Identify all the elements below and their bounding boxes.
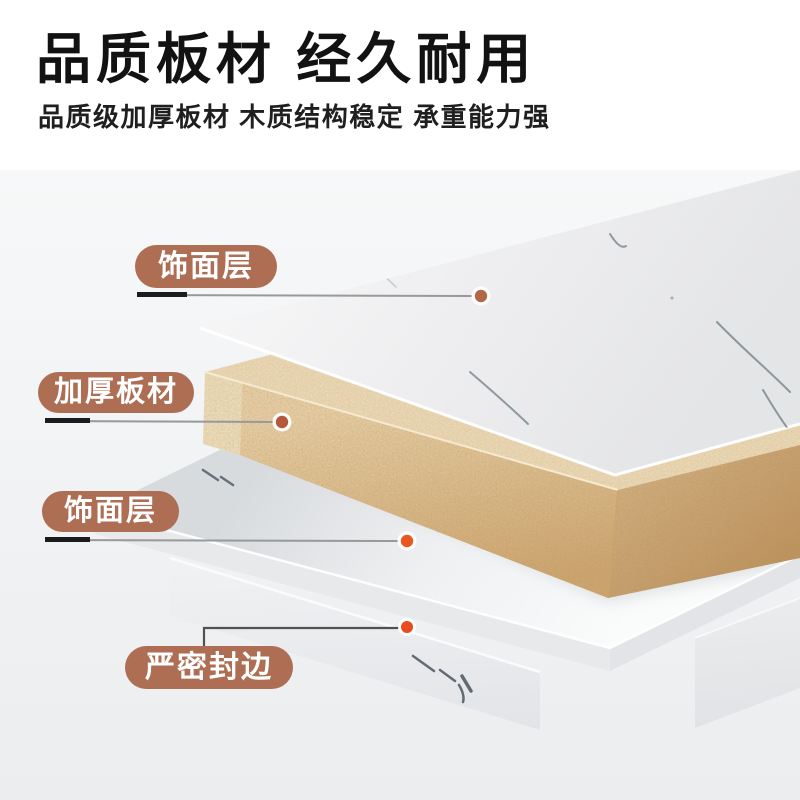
edge-banding-strip-left	[169, 556, 541, 730]
page-subtitle: 品质级加厚板材 木质结构稳定 承重能力强	[38, 102, 551, 132]
dot-veneer-top	[474, 289, 488, 303]
header-background	[0, 0, 800, 170]
dot-core	[275, 415, 289, 429]
dot-edge-seal	[401, 621, 413, 633]
dot-veneer-bottom	[400, 534, 414, 548]
top-veneer-sheet	[199, 170, 800, 477]
callout-lines	[45, 286, 491, 648]
label-edge-seal: 严密封边	[125, 646, 293, 689]
label-veneer-top: 饰面层	[135, 245, 277, 288]
label-veneer-bottom: 饰面层	[42, 491, 180, 532]
page-title: 品质板材 经久耐用	[36, 28, 537, 90]
label-core: 加厚板材	[38, 372, 195, 413]
edge-banding-strip-right	[694, 597, 800, 728]
